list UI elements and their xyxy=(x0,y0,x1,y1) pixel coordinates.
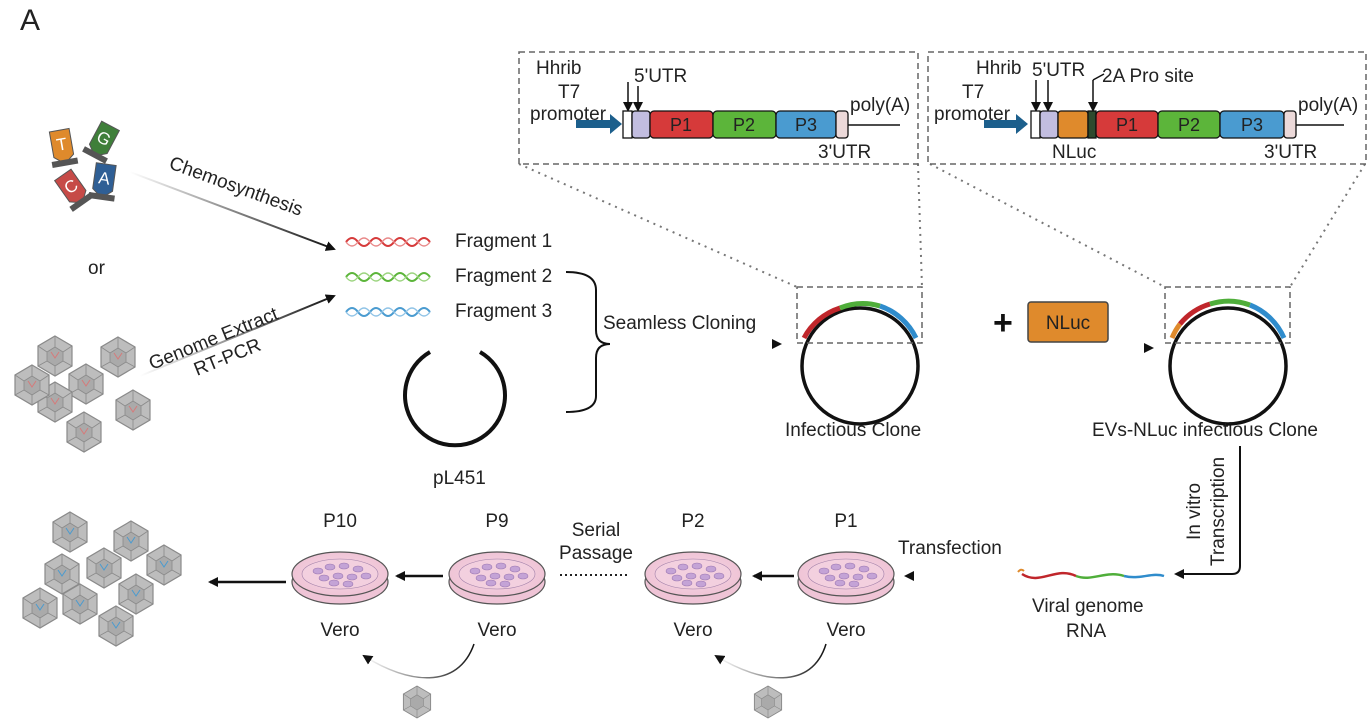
ivt-line2-label: Transcription xyxy=(1208,457,1229,566)
c1-polya-label: poly(A) xyxy=(850,95,910,116)
dish-p10-pass-label: P10 xyxy=(323,511,357,532)
nluc-box-label: NLuc xyxy=(1046,313,1090,334)
chemosynthesis-label: Chemosynthesis xyxy=(166,153,305,221)
c1-t7-label: T7 xyxy=(558,82,580,103)
fragment-2-helix xyxy=(345,272,431,282)
ivt-line1-label: In vitro xyxy=(1184,483,1205,540)
c2-nluc-label: NLuc xyxy=(1052,142,1096,163)
vector-label: pL451 xyxy=(433,468,486,489)
transfection-label: Transfection xyxy=(898,538,1002,559)
dish-p2-cell-label: Vero xyxy=(673,620,712,641)
c2-promoter-arrow-icon xyxy=(984,114,1028,134)
dish-p9-pass-label: P9 xyxy=(485,511,508,532)
nucleotide-icons: T G C A xyxy=(48,120,121,212)
panel-label: A xyxy=(20,4,40,37)
nluc-box xyxy=(1027,301,1109,343)
serial-label: Serial xyxy=(572,520,621,541)
infectious-clone-label: Infectious Clone xyxy=(785,420,921,441)
c2-p1-label: P1 xyxy=(1116,115,1138,135)
infectious-clone-plasmid xyxy=(796,286,923,426)
c1-3utr-label: 3'UTR xyxy=(818,142,871,163)
base-t-label: T xyxy=(55,134,69,155)
dish-p2 xyxy=(644,551,742,605)
genome-extract-arrow xyxy=(139,294,336,377)
nucleotide-g-icon: G xyxy=(82,120,121,164)
c2-hhrib-label: Hhrib xyxy=(976,58,1021,79)
dish-p9 xyxy=(448,551,546,605)
culture-dishes xyxy=(291,551,895,605)
construct-1-map: Hhrib T7 promoter 5'UTR P1 P2 P3 poly(A)… xyxy=(518,51,919,165)
evs-nluc-clone-label: EVs-NLuc infectious Clone xyxy=(1092,420,1318,441)
c2-5utr-label: 5'UTR xyxy=(1032,60,1085,81)
dish-p1-pass-label: P1 xyxy=(834,511,857,532)
fragment-3-label: Fragment 3 xyxy=(455,301,552,322)
or-label: or xyxy=(88,258,106,279)
construct-1-frame xyxy=(518,51,919,165)
dish-p10 xyxy=(291,551,389,605)
input-genome-marks xyxy=(27,351,138,435)
dish-p9-cell-label: Vero xyxy=(477,620,516,641)
c1-p1-label: P1 xyxy=(670,115,692,135)
ivt-arrow xyxy=(1174,446,1241,579)
passage-curve-p9 xyxy=(362,643,475,679)
dish-p10-cell-label: Vero xyxy=(320,620,359,641)
viral-rna-line1-label: Viral genome xyxy=(1032,596,1144,617)
fragment-3-helix xyxy=(345,307,431,317)
output-genome-marks xyxy=(35,527,169,629)
passage-label: Passage xyxy=(559,543,633,564)
c1-hhrib-label: Hhrib xyxy=(536,58,581,79)
dna-fragments xyxy=(345,237,431,317)
passage-virus-1-icon xyxy=(753,685,783,719)
passage-curve-p1 xyxy=(714,643,827,679)
dish-p1-cell-label: Vero xyxy=(826,620,865,641)
nucleotide-a-icon: A xyxy=(88,162,117,202)
passage-virus-2-icon xyxy=(402,685,432,719)
virus-particles-output xyxy=(22,511,182,647)
c1-p3-label: P3 xyxy=(795,115,817,135)
dish-p1 xyxy=(797,551,895,605)
c1-promoter-label: promoter xyxy=(530,104,607,125)
nucleotide-t-icon: T xyxy=(48,127,79,168)
fragment-1-helix xyxy=(345,237,431,247)
zoom-guides xyxy=(518,163,1366,288)
c2-polya-label: poly(A) xyxy=(1298,95,1358,116)
seamless-cloning-label: Seamless Cloning xyxy=(603,313,756,334)
c1-5utr-label: 5'UTR xyxy=(634,66,687,87)
fragment-2-label: Fragment 2 xyxy=(455,266,552,287)
nucleotide-c-icon: C xyxy=(53,168,95,212)
chemosynthesis-arrow xyxy=(129,171,336,251)
c1-p2-label: P2 xyxy=(733,115,755,135)
evs-nluc-plasmid xyxy=(1164,286,1291,426)
plus-sign: + xyxy=(993,304,1013,342)
c1-promoter-arrow-icon xyxy=(576,114,622,134)
c2-p2-label: P2 xyxy=(1178,115,1200,135)
base-a-label: A xyxy=(97,168,112,188)
construct-2-map: Hhrib T7 promoter 5'UTR 2A Pro site P1 P… xyxy=(927,51,1367,165)
c2-2apro-label: 2A Pro site xyxy=(1102,66,1194,87)
viral-rna-strand xyxy=(1017,568,1165,580)
c2-3utr-label: 3'UTR xyxy=(1264,142,1317,163)
virus-particles-input xyxy=(14,335,151,453)
construct-2-frame xyxy=(927,51,1367,165)
pl451-vector-icon xyxy=(403,350,507,448)
viral-rna-line2-label: RNA xyxy=(1066,621,1106,642)
dish-p2-pass-label: P2 xyxy=(681,511,704,532)
c2-promoter-label: promoter xyxy=(934,104,1011,125)
assembly-brace xyxy=(565,271,611,413)
c2-t7-label: T7 xyxy=(962,82,984,103)
fragment-1-label: Fragment 1 xyxy=(455,231,552,252)
c2-p3-label: P3 xyxy=(1241,115,1263,135)
c2-nluc-segment xyxy=(1057,110,1089,139)
